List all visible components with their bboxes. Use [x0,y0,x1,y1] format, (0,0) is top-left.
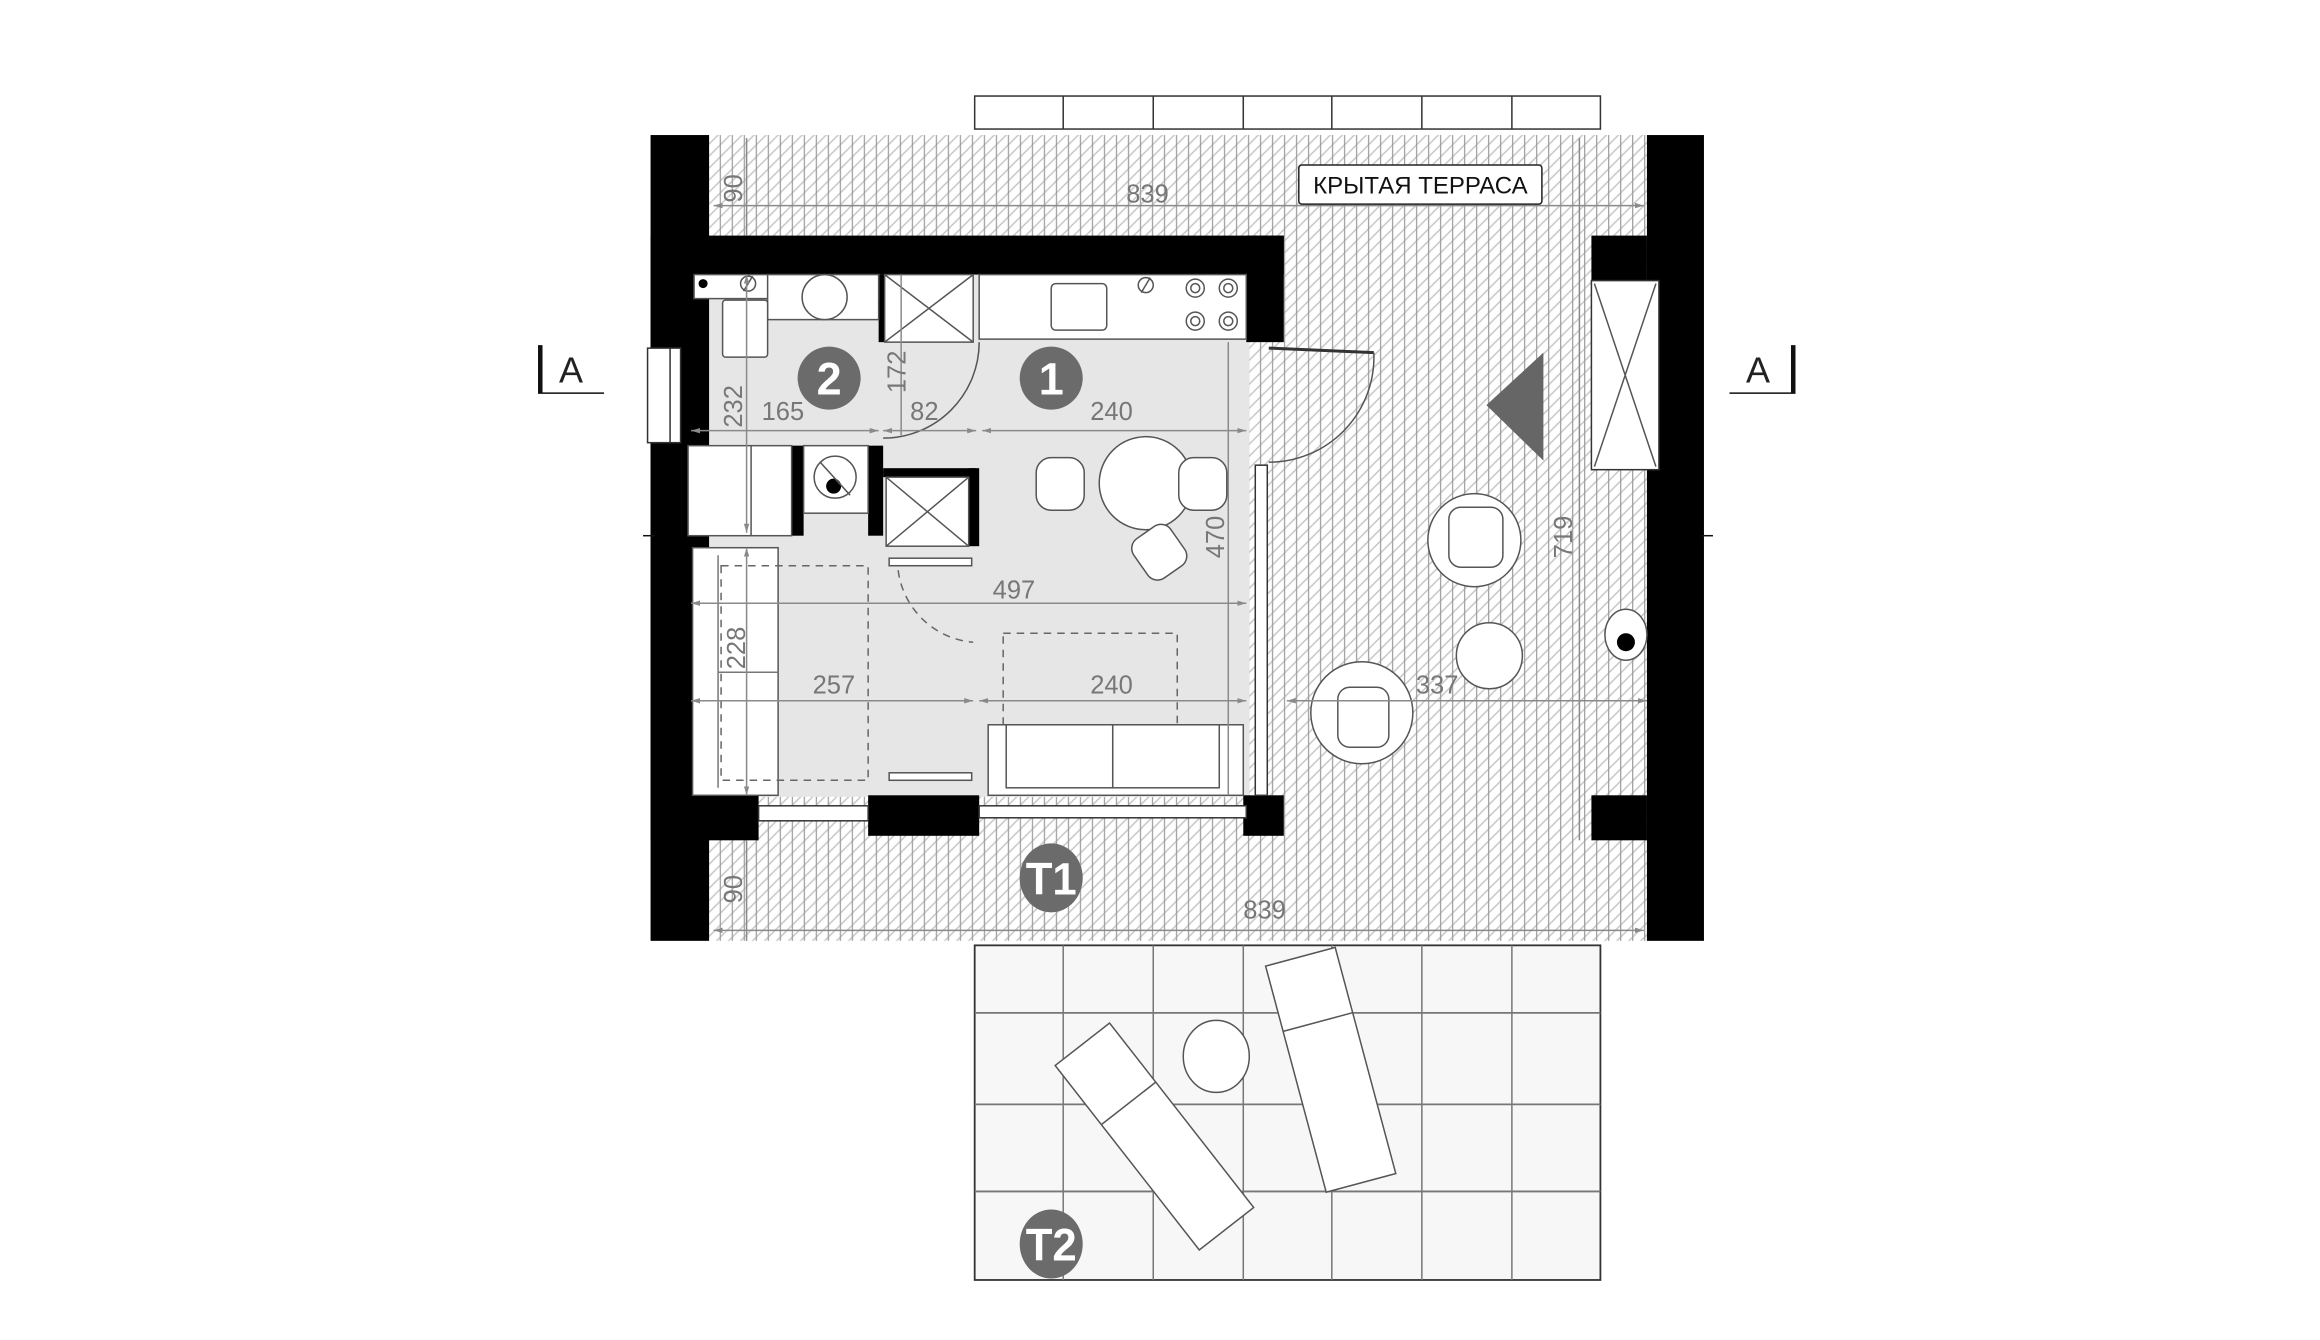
dimension-lines [691,138,1647,941]
dim-bottom-width: 839 [1243,896,1286,924]
chair [1035,456,1085,511]
washbasin [801,273,848,321]
coffee-table [1455,621,1524,690]
dim-top-depth: 90 [720,174,748,202]
dining-set [1035,435,1228,581]
bedroom-sliding-door[interactable] [888,557,974,782]
room-badge-t2: T2 [1019,1209,1083,1279]
kitchen-sink [1050,282,1108,331]
boiler [802,444,869,514]
section-mark-left: A [538,345,656,537]
dim-terrace-height: 719 [1550,516,1578,559]
sun-lounger [1264,946,1397,1194]
bathroom-fixtures [693,273,974,358]
armchair [1427,492,1522,588]
side-table [1182,1019,1251,1094]
terrace-label-text: КРЫТАЯ ТЕРРАСА [1313,173,1527,200]
svg-text:2: 2 [817,354,842,405]
svg-text:A: A [1746,350,1770,391]
room-badge-2: 2 [797,346,861,410]
top-planter-strip [973,95,1602,130]
kitchen-counter [978,273,1248,340]
stove [1185,278,1239,331]
storage-closet [687,444,793,537]
walls [650,135,1704,941]
entry-arrow-icon [1486,352,1544,461]
open-patio [973,944,1602,1281]
svg-text:A: A [559,350,583,391]
dim-bath-height: 232 [720,385,748,428]
sofa [987,632,1245,797]
dim-shaft-height: 172 [884,351,912,394]
dim-bath-width: 165 [762,398,805,426]
terrace-label: КРЫТАЯ ТЕРРАСА [1298,164,1543,205]
bathroom-door[interactable] [883,342,980,439]
dim-living-height: 470 [1202,516,1230,559]
windows [646,279,1660,822]
dim-bed-height: 228 [723,627,751,670]
room-badge-t1: T1 [1019,843,1083,913]
dim-bottom-depth: 90 [720,875,748,903]
dim-bedroom-width: 257 [813,671,856,699]
chair [1178,456,1228,511]
svg-text:T1: T1 [1026,853,1077,904]
dim-kitchen-width: 240 [1090,398,1133,426]
dim-interior-width: 497 [993,577,1036,605]
dim-top-width: 839 [1126,181,1169,209]
room-badge-1: 1 [1019,346,1083,410]
heater-icon [1604,608,1648,661]
toilet [721,299,769,358]
dim-door-gap: 82 [910,398,938,426]
dim-terrace-width: 337 [1416,671,1459,699]
svg-text:1: 1 [1039,354,1064,405]
sofa-bed [691,546,869,797]
svg-text:T2: T2 [1026,1219,1077,1270]
terrace-furniture [1310,352,1648,765]
section-mark-right: A [1700,345,1796,537]
entry-door[interactable] [1268,346,1375,463]
dimension-labels: 839 90 232 165 82 172 240 470 497 228 25… [720,174,1578,924]
dim-sofa-width: 240 [1090,671,1133,699]
chair [1131,523,1188,581]
ventilation-shaft [885,476,970,547]
sun-lounger [1054,1021,1255,1252]
armchair [1310,660,1414,765]
